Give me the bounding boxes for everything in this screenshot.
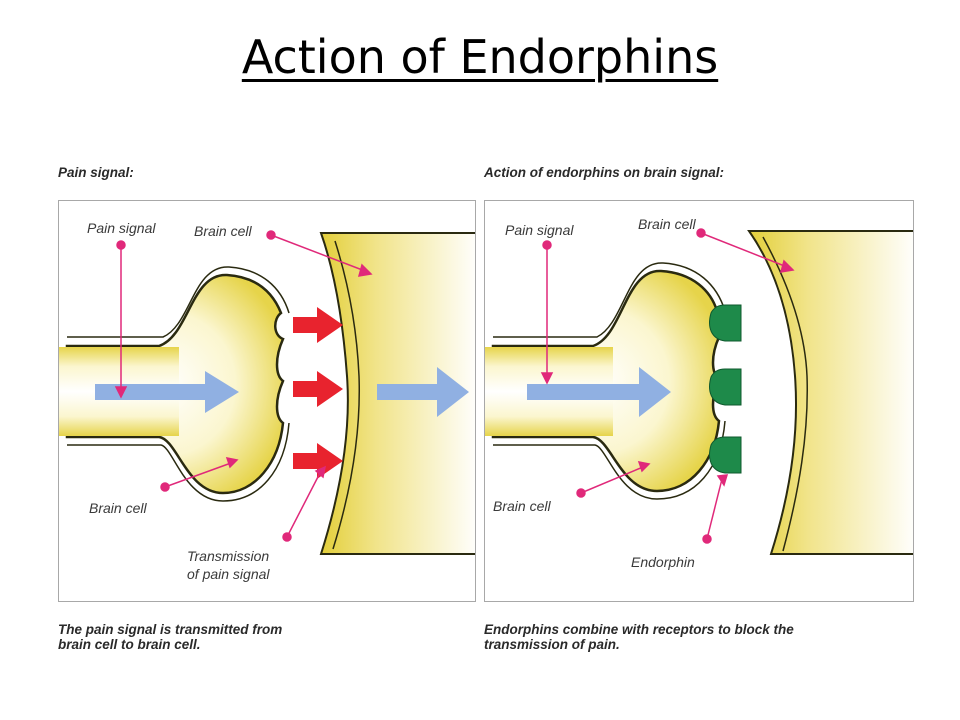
left-panel-caption: The pain signal is transmitted from brai… [58, 622, 282, 652]
left-caption-line2: brain cell to brain cell. [58, 637, 201, 652]
left-panel-diagram: Pain signal Brain cell Brain cell Transm… [58, 200, 476, 602]
right-label-pain-signal: Pain signal [505, 222, 574, 238]
slide-title: Action of Endorphins [241, 30, 719, 84]
left-label-brain-cell-top: Brain cell [194, 223, 252, 239]
right-panel-caption: Endorphins combine with receptors to blo… [484, 622, 794, 652]
signal-arrow-presynaptic [527, 367, 671, 417]
left-label-transmission-line1: Transmission [187, 548, 269, 564]
signal-arrow-presynaptic [95, 371, 239, 413]
left-panel-header: Pain signal: [58, 165, 134, 180]
signal-arrow-postsynaptic [377, 367, 469, 417]
right-panel-diagram: Pain signal Brain cell Brain cell Endorp… [484, 200, 914, 602]
right-caption-line2: transmission of pain. [484, 637, 620, 652]
left-label-brain-cell-bottom: Brain cell [89, 500, 147, 516]
transmitter-arrows [293, 307, 343, 479]
right-panel-header: Action of endorphins on brain signal: [484, 165, 724, 180]
left-caption-line1: The pain signal is transmitted from [58, 622, 283, 637]
left-label-pain-signal: Pain signal [87, 220, 156, 236]
right-caption-line1: Endorphins combine with receptors to blo… [484, 622, 794, 637]
left-synapse-illustration: Pain signal Brain cell Brain cell Transm… [59, 220, 475, 582]
right-label-brain-cell-bottom: Brain cell [493, 498, 551, 514]
endorphin-molecules [709, 304, 742, 474]
postsynaptic-cell [747, 230, 913, 555]
right-label-brain-cell-top: Brain cell [638, 216, 696, 232]
right-label-endorphin: Endorphin [631, 554, 695, 570]
right-synapse-illustration: Pain signal Brain cell Brain cell Endorp… [485, 216, 913, 570]
left-label-transmission-line2: of pain signal [187, 566, 270, 582]
